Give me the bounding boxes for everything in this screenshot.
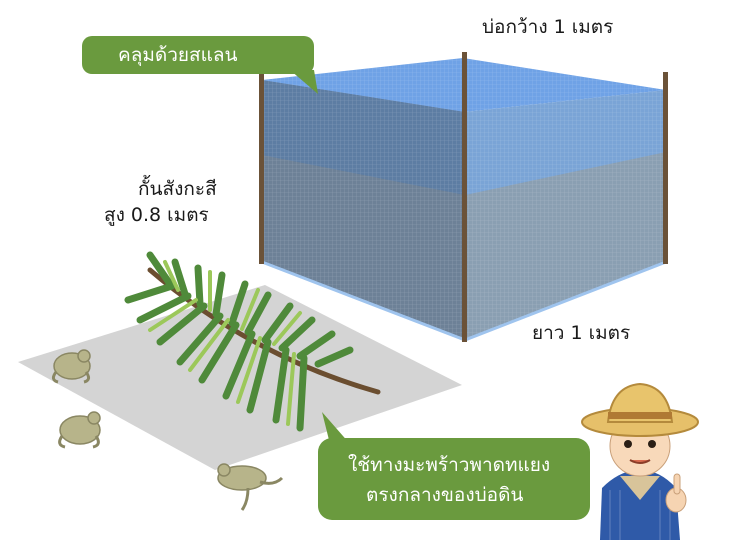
pond-width-label: บ่อกว้าง 1 เมตร [482, 16, 614, 38]
frog-icon [51, 349, 91, 384]
tip-label-line2: ตรงกลางของบ่อดิน [366, 484, 524, 506]
frog-icon [58, 411, 101, 449]
pond-box [261, 58, 667, 342]
net-cover-bubble [82, 36, 318, 94]
frog-icon [217, 463, 284, 511]
pond-length-label: ยาว 1 เมตร [532, 322, 631, 344]
fence-height-label-line2: สูง 0.8 เมตร [104, 204, 209, 226]
tip-bubble [318, 412, 590, 520]
wooden-posts [259, 52, 668, 342]
coconut-frond [124, 251, 381, 432]
net-cover-label: คลุมด้วยสแลน [118, 44, 238, 66]
fence-height-label-line1: กั้นสังกะสี [138, 178, 217, 200]
farmer-avatar [581, 382, 699, 540]
ground-patch [18, 285, 462, 470]
tip-label-line1: ใช้ทางมะพร้าวพาดทแยง [348, 454, 551, 476]
